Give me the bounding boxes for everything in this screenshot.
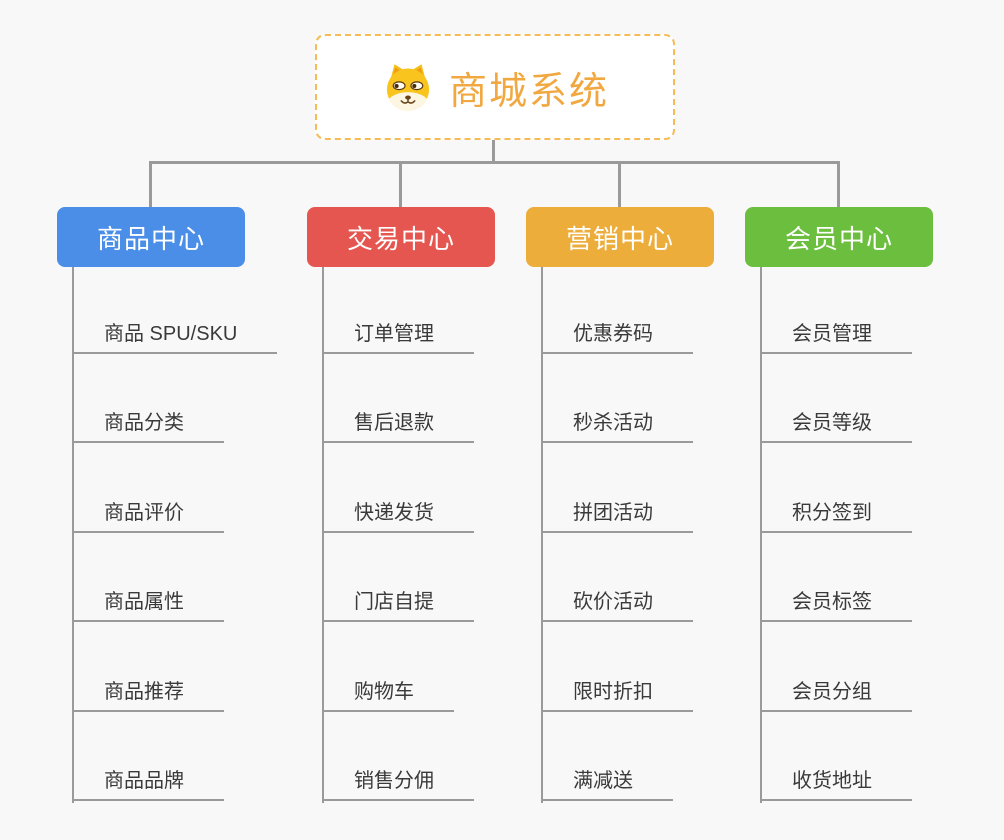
branch-column: 交易中心订单管理售后退款快递发货门店自提购物车销售分佣 xyxy=(307,207,587,807)
branch-rail-line xyxy=(149,161,840,164)
child-topic[interactable]: 收货地址 xyxy=(760,769,912,801)
trunk-line xyxy=(72,267,74,803)
child-topic[interactable]: 售后退款 xyxy=(322,411,474,443)
child-topic[interactable]: 商品评价 xyxy=(72,501,224,533)
child-topic[interactable]: 会员管理 xyxy=(760,322,912,354)
dog-face-icon xyxy=(386,64,430,111)
root-node-mall-system[interactable]: 商城系统 xyxy=(315,34,675,140)
child-topic[interactable]: 门店自提 xyxy=(322,590,474,622)
branch-node[interactable]: 商品中心 xyxy=(57,207,245,267)
child-topic[interactable]: 会员分组 xyxy=(760,680,912,712)
root-node-title: 商城系统 xyxy=(448,70,609,113)
child-topic[interactable]: 快递发货 xyxy=(322,501,474,533)
branch-node[interactable]: 交易中心 xyxy=(307,207,495,267)
child-topic[interactable]: 商品属性 xyxy=(72,590,224,622)
branch-column: 商品中心商品 SPU/SKU 商品分类商品评价商品属性商品推荐商品品牌 xyxy=(57,207,337,807)
child-topic[interactable]: 会员标签 xyxy=(760,590,912,622)
child-topic[interactable]: 商品分类 xyxy=(72,411,224,443)
branch-connector-line xyxy=(836,161,840,207)
child-topic[interactable]: 商品 SPU/SKU xyxy=(72,322,278,354)
branch-node[interactable]: 营销中心 xyxy=(526,207,714,267)
trunk-line xyxy=(760,267,762,803)
child-topic[interactable]: 拼团活动 xyxy=(541,501,693,533)
child-topic[interactable]: 砍价活动 xyxy=(541,590,693,622)
trunk-line xyxy=(541,267,543,803)
child-topic[interactable]: 限时折扣 xyxy=(541,680,693,712)
child-topic[interactable]: 商品推荐 xyxy=(72,680,224,712)
child-topic[interactable]: 商品品牌 xyxy=(72,769,224,801)
child-topic[interactable]: 会员等级 xyxy=(760,411,912,443)
branch-column: 会员中心会员管理会员等级积分签到会员标签会员分组收货地址 xyxy=(745,207,1004,807)
child-topic[interactable]: 秒杀活动 xyxy=(541,411,693,443)
root-connector-line xyxy=(492,140,495,163)
child-topic[interactable]: 销售分佣 xyxy=(322,769,474,801)
branch-column: 营销中心优惠券码秒杀活动拼团活动砍价活动限时折扣满减送 xyxy=(526,207,806,807)
child-topic[interactable]: 优惠券码 xyxy=(541,322,693,354)
child-topic[interactable]: 订单管理 xyxy=(322,322,474,354)
child-topic[interactable]: 满减送 xyxy=(541,769,673,801)
branch-node[interactable]: 会员中心 xyxy=(745,207,933,267)
child-topic[interactable]: 购物车 xyxy=(322,680,454,712)
child-topic[interactable]: 积分签到 xyxy=(760,501,912,533)
branch-connector-line xyxy=(618,161,621,207)
branch-connector-line xyxy=(148,161,152,207)
branch-connector-line xyxy=(398,161,402,207)
trunk-line xyxy=(322,267,324,803)
